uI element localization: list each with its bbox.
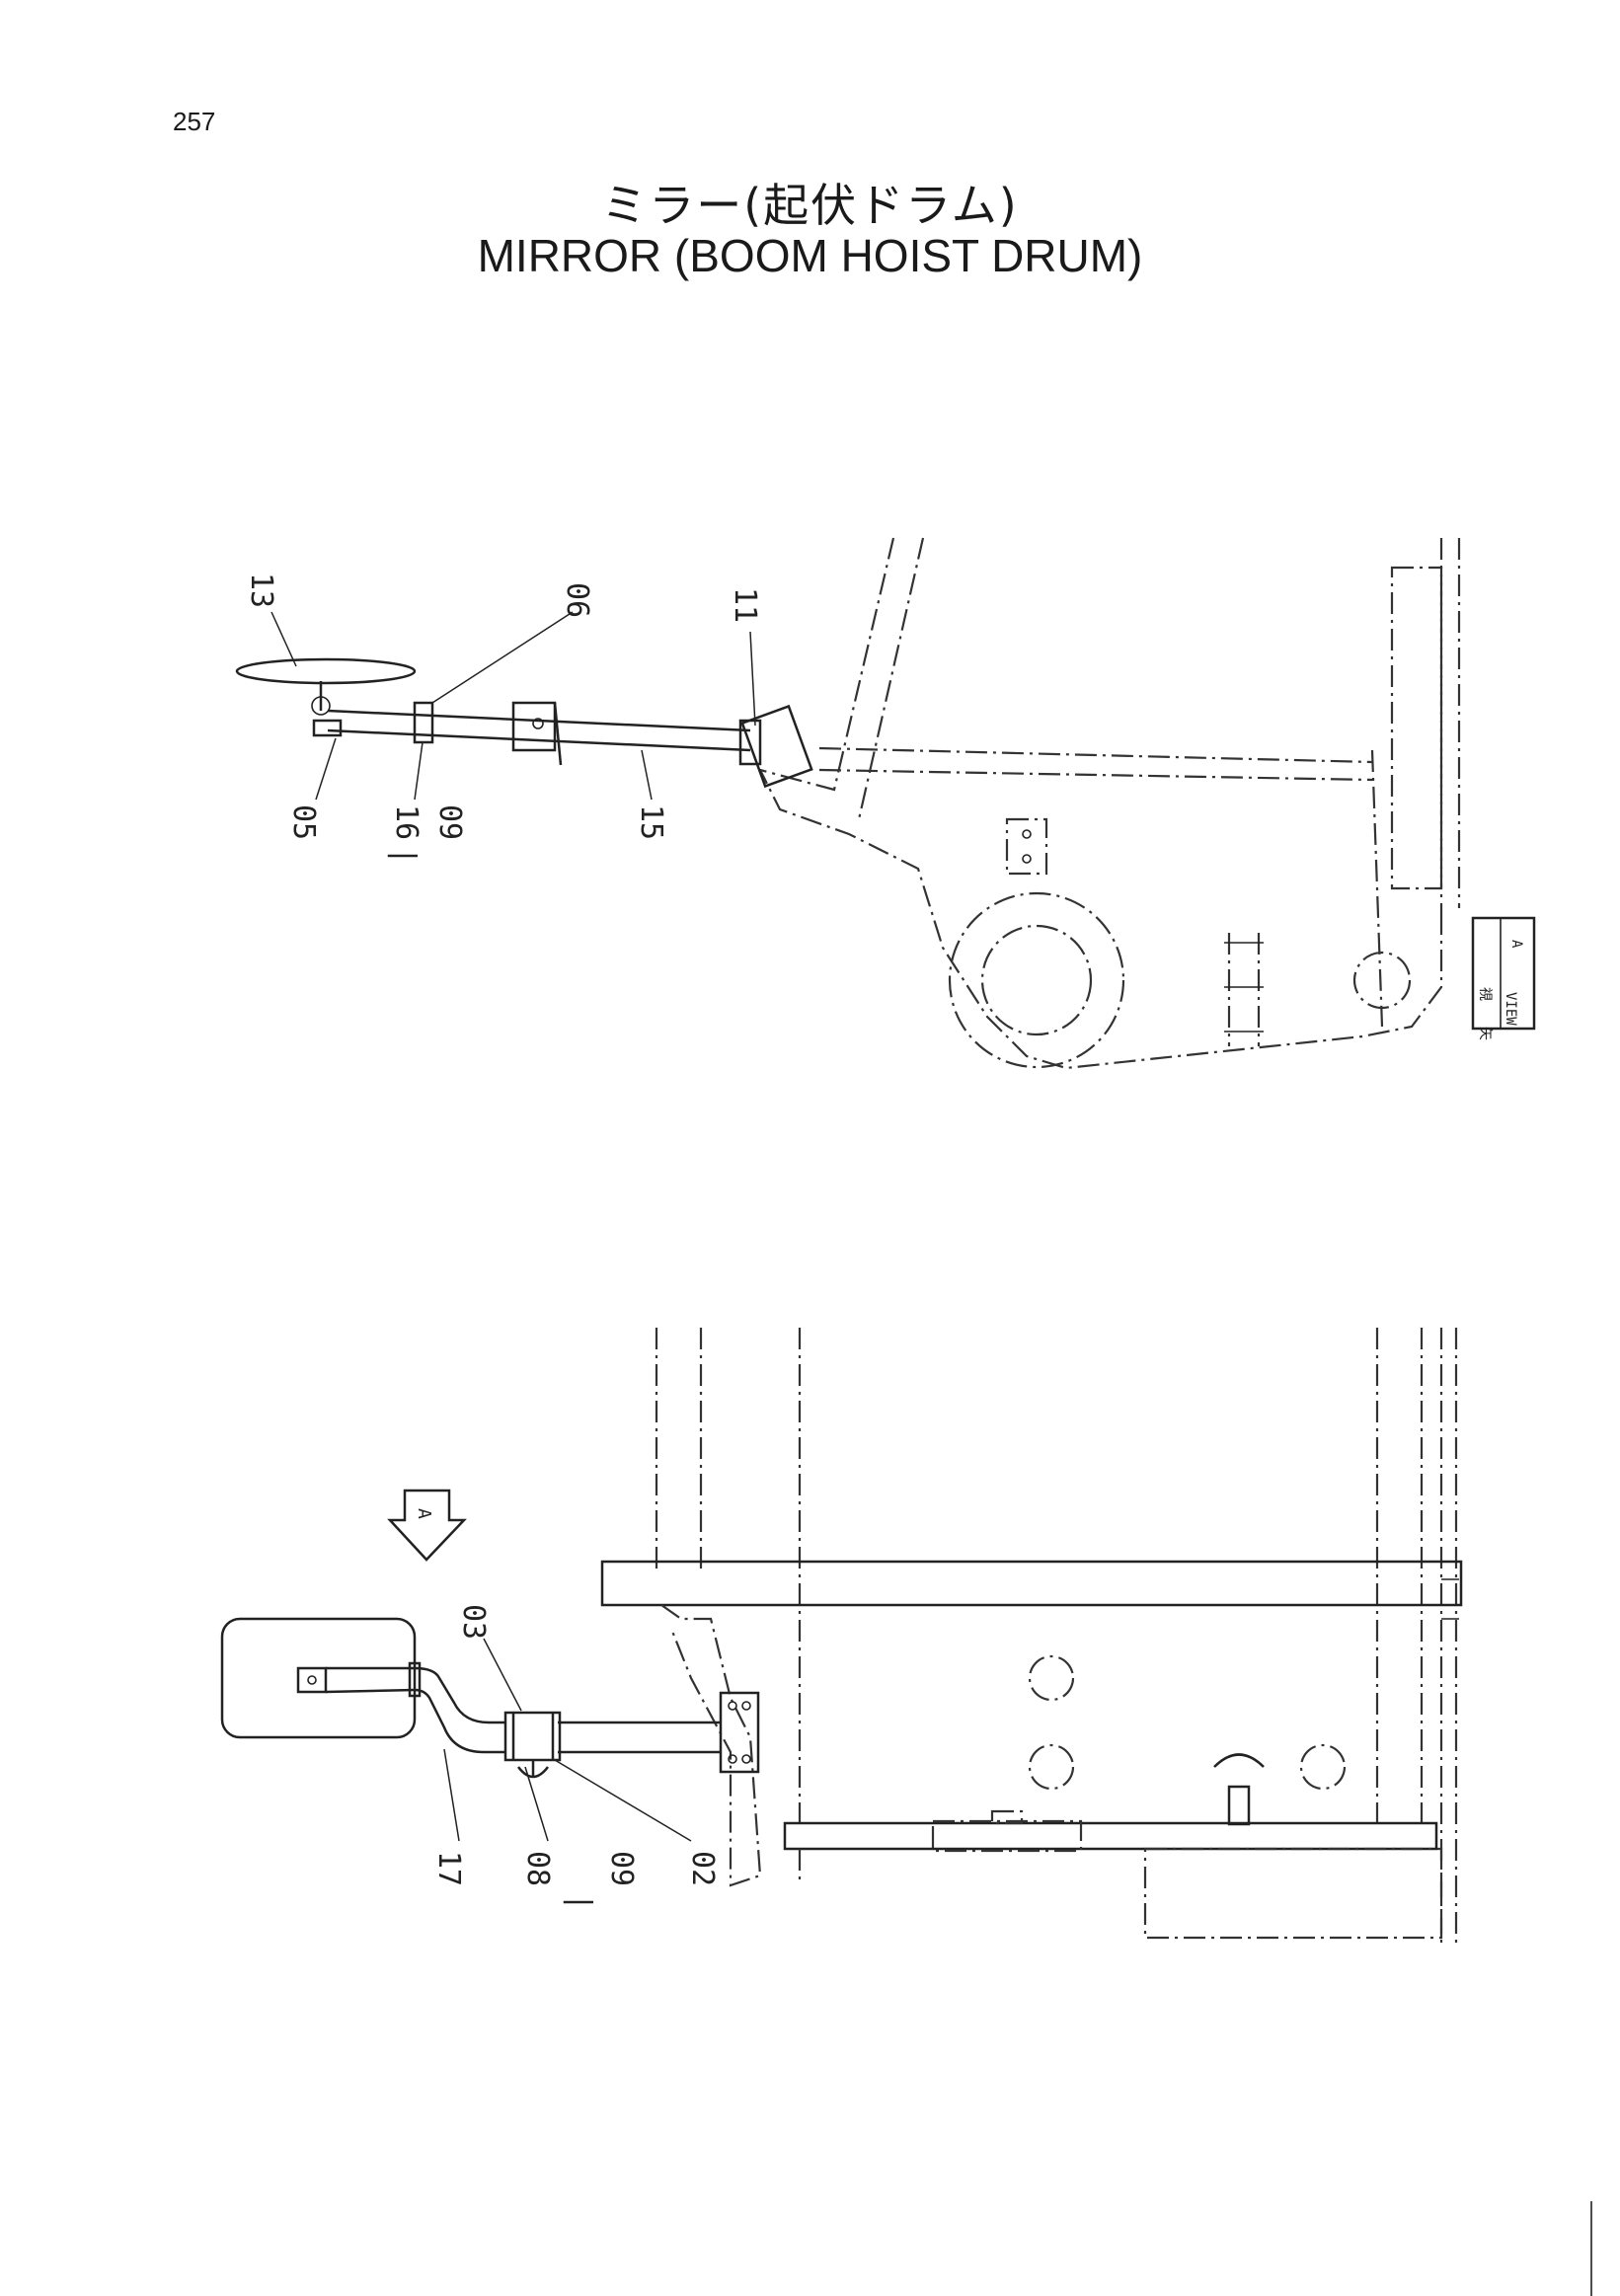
view-box-kanji-2: 視 [1477,987,1493,1001]
title-japanese: ミラー(起伏ドラム) [601,179,1019,232]
callout-13: 13 [244,573,278,608]
title-english: MIRROR (BOOM HOIST DRUM) [477,230,1143,281]
callout-08-range-end: 09 [604,1851,639,1886]
view-arrow-letter: A [414,1508,434,1519]
callout-16: 16 [389,804,424,840]
callout-08-range-dash: | [563,1893,597,1911]
callout-02: 02 [685,1851,720,1886]
callout-08: 08 [520,1851,555,1886]
callout-15: 15 [634,804,668,840]
callout-16-range-end: 09 [432,804,467,840]
view-box-kanji-1: 矢 [1477,1027,1493,1040]
callout-06: 06 [560,582,594,618]
view-a-box: 矢 視 VIEW A [1471,916,1536,1040]
main-view-drawing: A 03 17 08 | 09 02 [220,1328,1463,1945]
page-number: 257 [173,107,216,136]
callout-03: 03 [456,1604,491,1640]
view-a-drawing: 13 06 11 05 16 | 09 15 矢 視 VIEW A [235,537,1536,1070]
view-box-letter: A [1508,940,1524,949]
callout-16-range-dash: | [387,847,422,865]
callout-05: 05 [286,804,321,840]
view-box-label: VIEW [1503,992,1518,1026]
callout-17: 17 [431,1851,466,1886]
callout-11: 11 [728,587,762,623]
